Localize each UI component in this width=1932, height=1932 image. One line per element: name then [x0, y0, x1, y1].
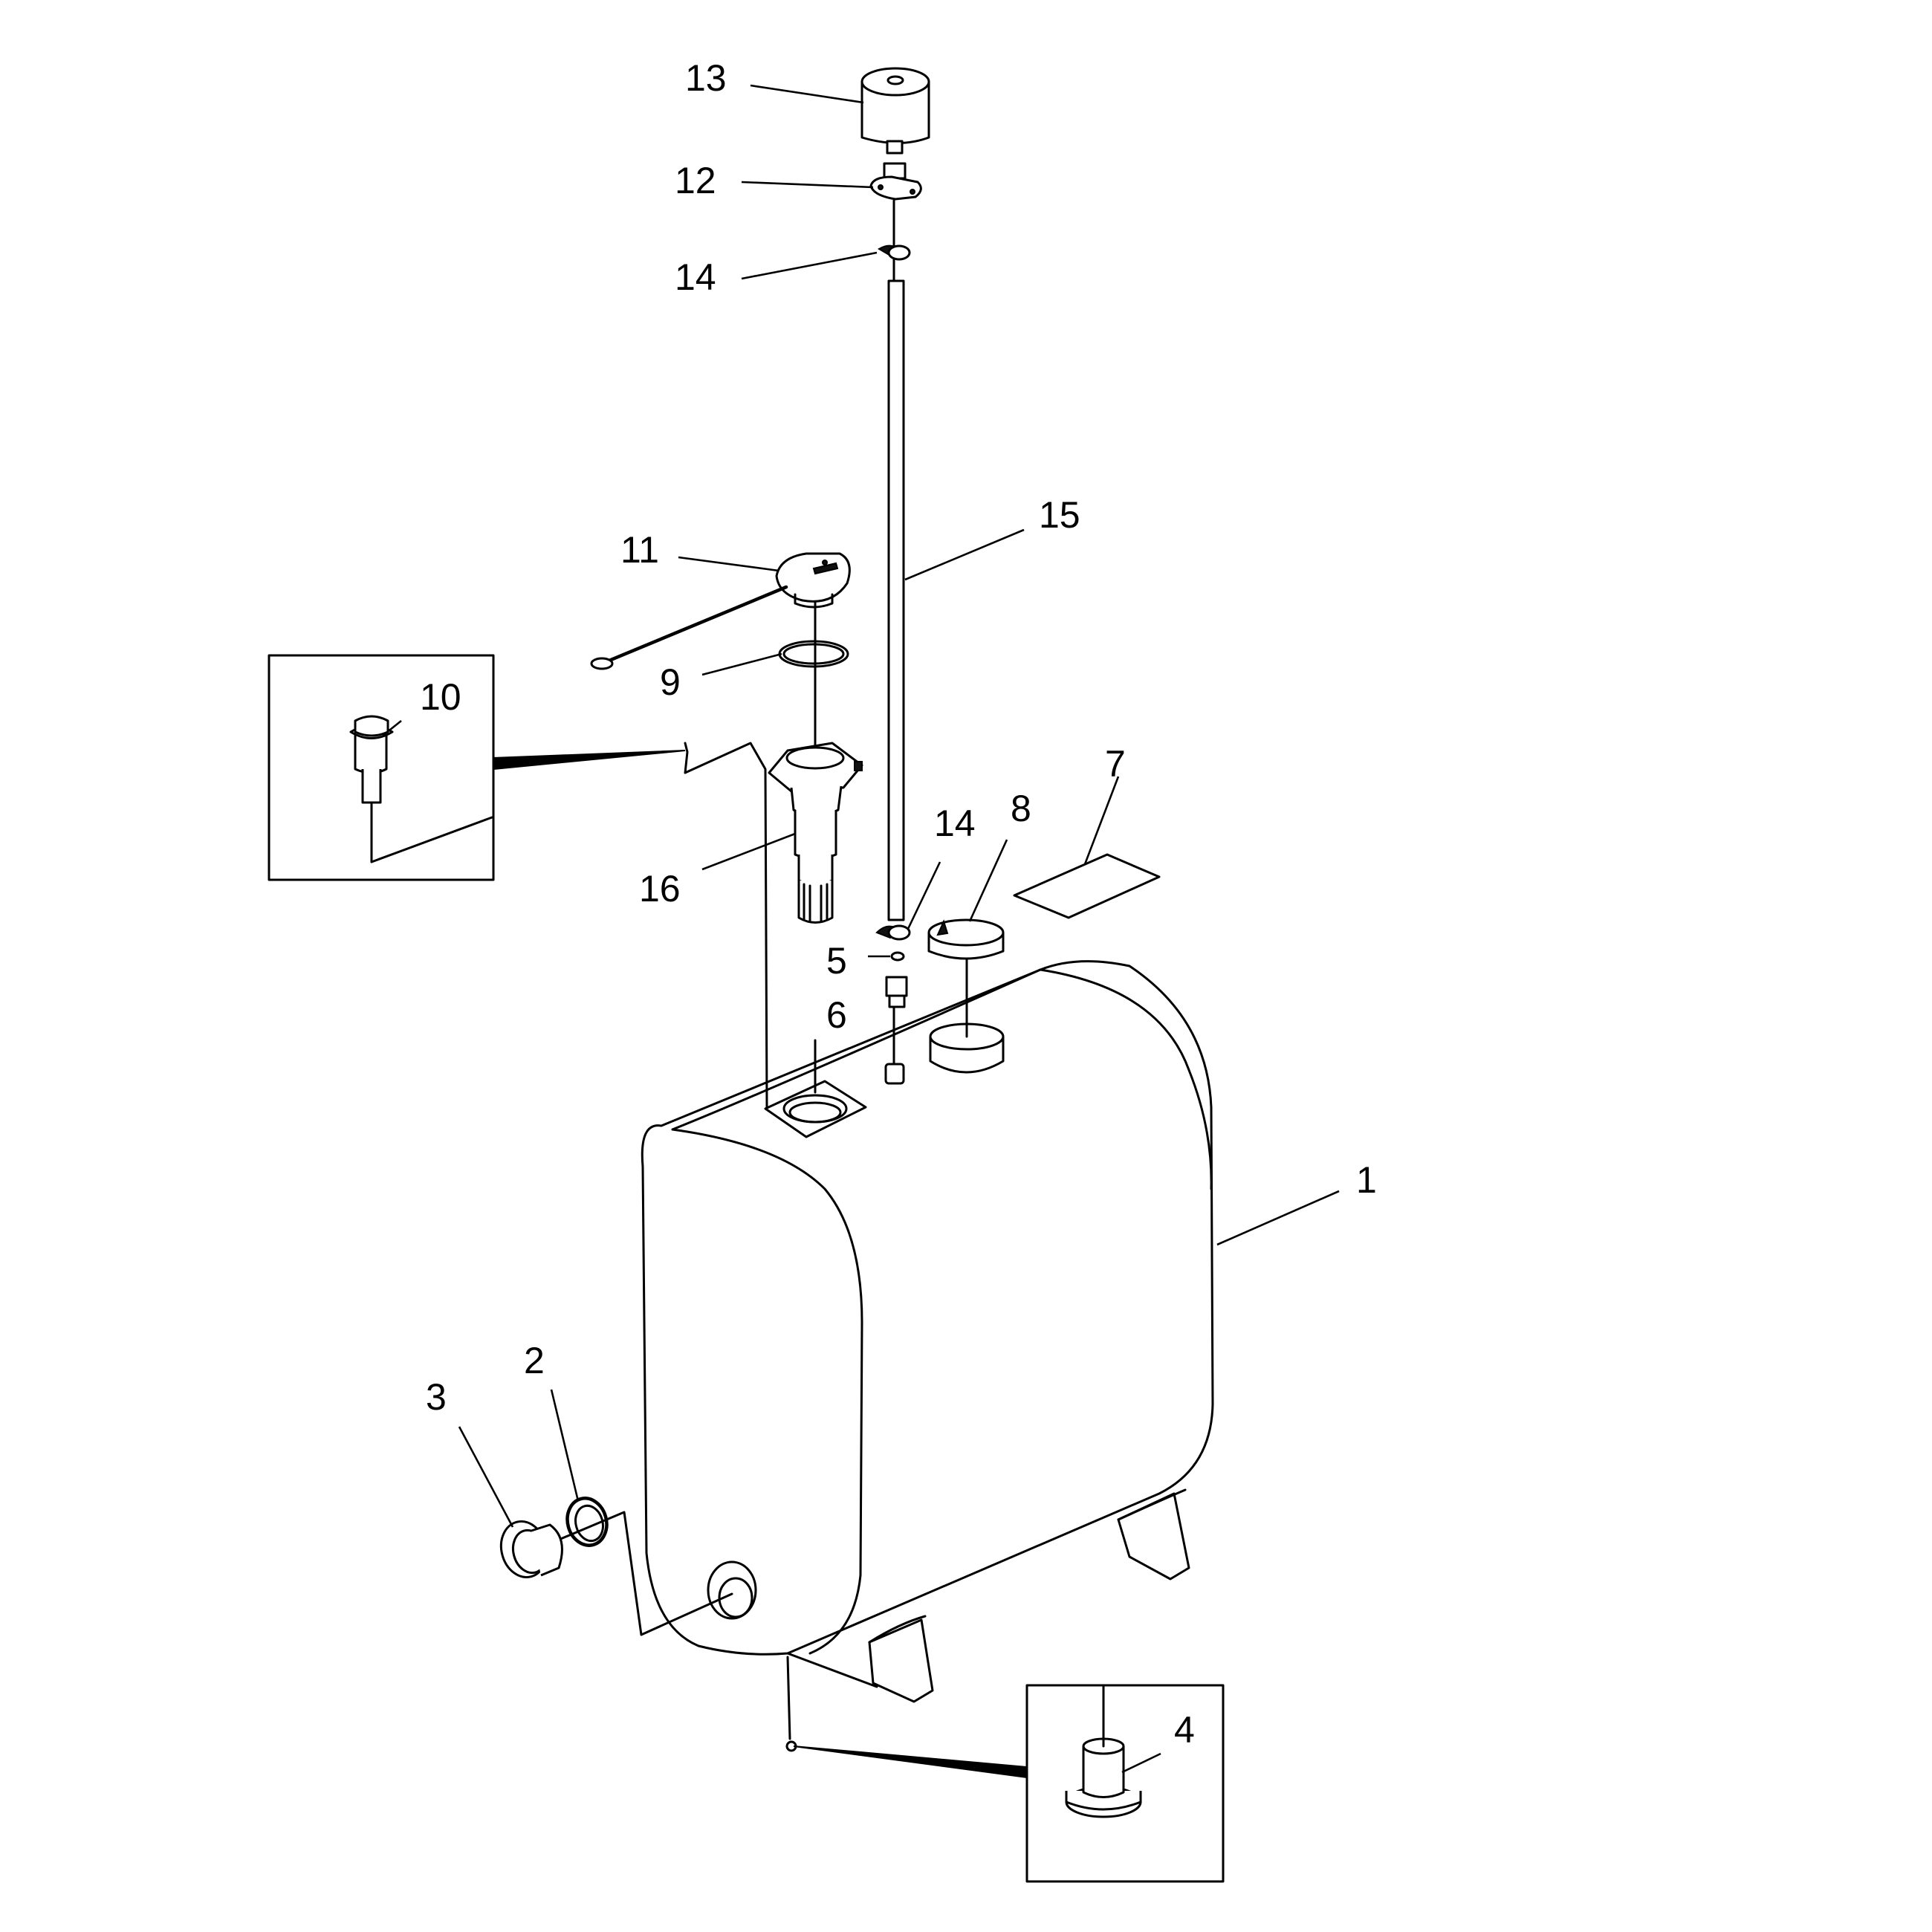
part-16-filler-strainer: [768, 742, 863, 924]
callout-16: 16: [639, 868, 681, 910]
tank-body: [641, 960, 1214, 1703]
part-12-flange: [869, 162, 922, 201]
inset-box-10: [268, 654, 686, 881]
callout-6: 6: [826, 994, 847, 1036]
callout-9: 9: [660, 661, 681, 703]
callout-13: 13: [685, 57, 727, 99]
part-8-clamp: [927, 918, 1005, 960]
callout-14-upper: 14: [675, 256, 716, 298]
callout-11: 11: [620, 529, 659, 571]
callout-7: 7: [1105, 743, 1126, 785]
callout-leaders: [382, 84, 1340, 1774]
part-13-breather-cap: [860, 67, 930, 155]
callout-15: 15: [1039, 494, 1080, 536]
callout-8: 8: [1011, 788, 1031, 829]
callout-10: 10: [420, 676, 461, 718]
callout-5: 5: [826, 940, 847, 982]
part-7-label-plate: [1013, 853, 1161, 919]
part-3-drain-plug: [499, 1520, 563, 1579]
callout-2: 2: [524, 1340, 545, 1381]
part-9-o-ring: [778, 640, 849, 668]
part-15-tube: [887, 279, 905, 921]
callout-12: 12: [675, 160, 716, 201]
inset-box-4: [793, 1684, 1225, 1883]
part-5-washer: [890, 951, 905, 962]
callout-1: 1: [1356, 1159, 1377, 1201]
callout-labels: 13 12 14 15 11 9 10 16 14 8 7 5 6 1 2 3 …: [420, 57, 1377, 1751]
callout-14-lower: 14: [934, 803, 976, 844]
assembly-lines: [552, 199, 968, 1752]
part-14-clip-upper: [878, 244, 911, 261]
callout-4: 4: [1174, 1709, 1195, 1751]
callout-3: 3: [426, 1376, 447, 1418]
part-2-seal-ring: [565, 1497, 609, 1547]
part-6-fitting: [885, 976, 908, 1008]
part-14-clip-lower: [875, 924, 911, 941]
part-11-filler-cap: [590, 552, 851, 670]
